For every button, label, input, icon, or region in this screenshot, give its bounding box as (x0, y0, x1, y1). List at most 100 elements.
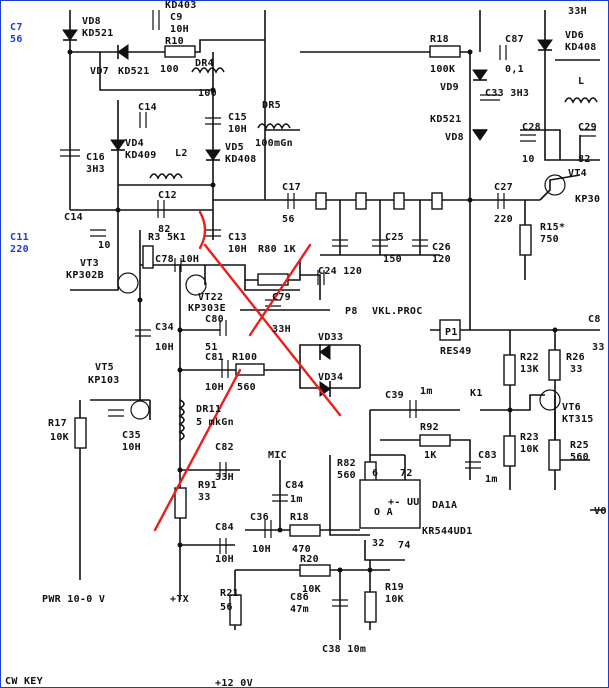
label-c81v: 10H (205, 382, 224, 393)
resistor-r18b (289, 524, 321, 537)
label-c7: C7 (10, 22, 23, 33)
label-c35v: 10H (122, 442, 141, 453)
label-p1: P1 (445, 327, 458, 338)
label-c84b: C84 (215, 522, 234, 533)
resistor-r23 (503, 435, 516, 467)
label-c39: C39 (385, 390, 404, 401)
label-c83v: 1m (485, 474, 498, 485)
label-c87v: 0,1 (505, 64, 524, 75)
label-r100: R100 (232, 352, 257, 363)
label-pin32: 32 (372, 538, 385, 549)
label-c11v: 220 (10, 244, 29, 255)
label-tx: +TX (170, 594, 189, 605)
label-da1a: DA1A (432, 500, 457, 511)
label-c13v: 10H (228, 244, 247, 255)
label-kp302b: KP302B (66, 270, 104, 281)
label-c29v: 82 (578, 154, 591, 165)
label-c16v: 3H3 (86, 164, 105, 175)
label-r21: R21 (220, 588, 239, 599)
label-c84bv: 10H (215, 554, 234, 565)
label-r100v: 560 (237, 382, 256, 393)
label-c39v: 1m (420, 386, 433, 397)
label-r19: R19 (385, 582, 404, 593)
label-r26v: 33 (570, 364, 583, 375)
label-r15: R15* (540, 222, 565, 233)
label-c33top: 33H (568, 6, 587, 17)
label-c25v: 150 (383, 254, 402, 265)
label-c27: C27 (494, 182, 513, 193)
label-c33: C33 3H3 (485, 88, 529, 99)
label-dr5: DR5 (262, 100, 281, 111)
label-vd6: VD6 (565, 30, 584, 41)
label-pin74: 74 (398, 540, 411, 551)
label-cwkey: CW KEY (5, 676, 43, 687)
label-opamp: +- UU (388, 497, 420, 508)
label-c82v: 33H (215, 472, 234, 483)
label-c79v: 33H (272, 324, 291, 335)
label-r26: R26 (566, 352, 585, 363)
label-r19v: 10K (385, 594, 404, 605)
label-c7v: 56 (10, 34, 23, 45)
label-c28v: 10 (522, 154, 535, 165)
label-mic: MIC (268, 450, 287, 461)
label-r20v: 10K (302, 584, 321, 595)
label-r10: R10 (165, 36, 184, 47)
label-r92v: 1K (424, 450, 437, 461)
label-kp303e: KP303E (188, 303, 226, 314)
label-r22v: 13K (520, 364, 539, 375)
label-vt22: VT22 (198, 292, 223, 303)
label-c36v: 10H (252, 544, 271, 555)
label-l: L (578, 76, 584, 87)
label-kd521c: KD521 (430, 114, 462, 125)
label-p8: P8 (345, 306, 358, 317)
label-c83: C83 (478, 450, 497, 461)
inductors (149, 67, 598, 441)
label-dr4v: 100 (198, 88, 217, 99)
label-r18v: 100K (430, 64, 455, 75)
label-kd403: KD403 (165, 0, 197, 11)
label-vklproc: VKL.PROC (372, 306, 423, 317)
opamp-da1a (359, 479, 421, 529)
label-kd408a: KD408 (565, 42, 597, 53)
label-vd34: VD34 (318, 372, 343, 383)
label-dr5v: 100mGn (255, 138, 293, 149)
red-cross-marks (153, 210, 342, 532)
label-r23: R23 (520, 432, 539, 443)
label-r21v: 56 (220, 602, 233, 613)
label-r82v: 560 (337, 470, 356, 481)
label-c14bv: 10 (98, 240, 111, 251)
label-r20: R20 (300, 554, 319, 565)
label-c11: C11 (10, 232, 29, 243)
label-c28: C28 (522, 122, 541, 133)
label-c14b: C14 (64, 212, 83, 223)
label-c15v: 10H (228, 124, 247, 135)
label-c13: C13 (228, 232, 247, 243)
label-c26: C26 (432, 242, 451, 253)
resistor-r100 (235, 363, 265, 376)
label-c14a: C14 (138, 102, 157, 113)
label-c25: C25 (385, 232, 404, 243)
label-r91v: 33 (198, 492, 211, 503)
resistor-r3 (142, 245, 154, 269)
label-res49: RES49 (440, 346, 472, 357)
label-vd8b: VD8 (445, 132, 464, 143)
label-r18bv: 470 (292, 544, 311, 555)
label-r17v: 10K (50, 432, 69, 443)
relay-p1 (439, 319, 461, 341)
label-r10v: 100 (160, 64, 179, 75)
label-c12: C12 (158, 190, 177, 201)
label-c84: C84 (285, 480, 304, 491)
label-c29: C29 (578, 122, 597, 133)
label-r18b: R18 (290, 512, 309, 523)
label-c81: C81 (205, 352, 224, 363)
label-l2: L2 (175, 148, 188, 159)
label-c9: C9 (170, 12, 183, 23)
label-c78: C78 10H (155, 254, 199, 265)
junction-dots (67, 49, 558, 573)
label-kd521b: KD521 (118, 66, 150, 77)
resistor-r22 (503, 354, 516, 386)
label-vd7: VD7 (90, 66, 109, 77)
label-r25: R25 (570, 440, 589, 451)
label-vt4: VT4 (568, 168, 587, 179)
